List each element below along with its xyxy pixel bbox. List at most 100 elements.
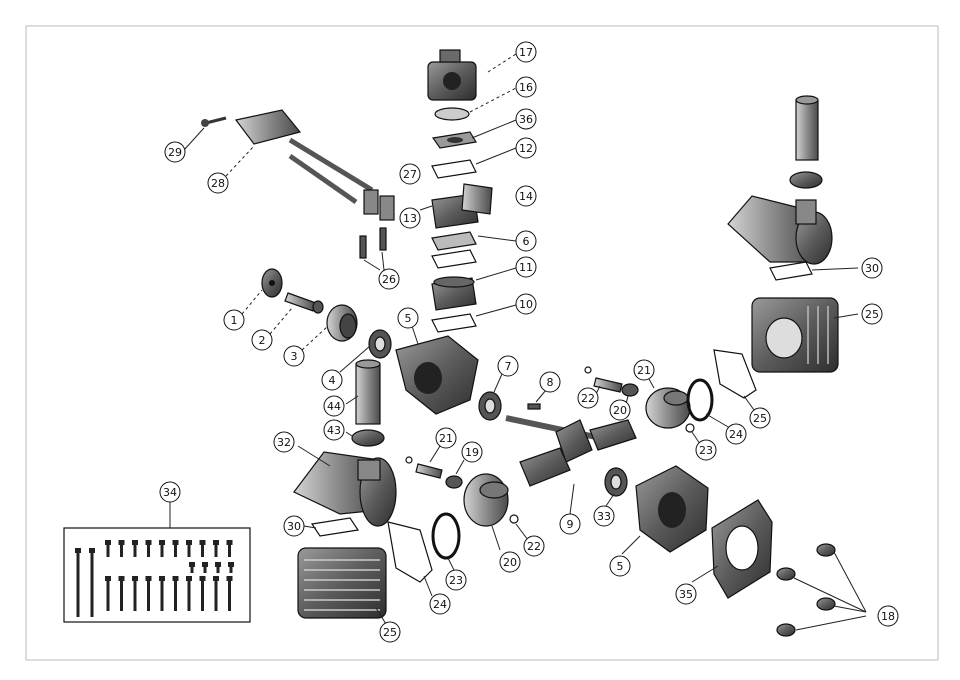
part-wrist-pin-right (593, 377, 623, 393)
svg-text:1: 1 (231, 314, 238, 327)
callout-4: 4 (321, 369, 343, 391)
part-carburetor (427, 49, 477, 101)
screw-shank (147, 581, 150, 611)
screw-icon (228, 562, 234, 567)
svg-text:2: 2 (259, 334, 266, 347)
callout-25-right: 25 (861, 303, 883, 325)
screw-shank (174, 545, 177, 557)
callout-14: 14 (515, 185, 537, 207)
callout-21-left: 21 (435, 427, 457, 449)
callout-7: 7 (497, 355, 519, 377)
callout-34: 34 (159, 481, 181, 503)
callout-19-right: 20 (609, 399, 631, 421)
svg-text:23: 23 (449, 574, 463, 587)
svg-text:12: 12 (519, 142, 533, 155)
part-needle-bearing-left (445, 475, 463, 489)
part-bearing-33 (604, 467, 628, 497)
screw-icon (215, 562, 221, 567)
part-hub-bolt (284, 292, 324, 314)
callout-1: 1 (223, 309, 245, 331)
callout-27: 27 (399, 163, 421, 185)
callout-32: 32 (273, 431, 295, 453)
screw-shank (216, 567, 220, 573)
screw-shank (133, 581, 137, 611)
screw-icon (159, 540, 165, 545)
callout-23-left: 23 (445, 569, 467, 591)
screw-shank (147, 545, 150, 557)
screw-shank (190, 567, 194, 573)
part-bearing-4 (368, 329, 392, 359)
part-piston-right (645, 387, 691, 429)
svg-text:28: 28 (211, 177, 225, 190)
callout-33: 33 (593, 505, 615, 527)
callout-20-left: 20 (499, 551, 521, 573)
callout-19-left: 19 (461, 441, 483, 463)
svg-text:25: 25 (865, 308, 879, 321)
screw-icon (202, 562, 208, 567)
screw-shank (90, 553, 94, 617)
callout-25-left: 25 (379, 621, 401, 643)
screw-icon (172, 540, 179, 545)
callout-6: 6 (515, 230, 537, 252)
screw-shank (201, 545, 204, 557)
part-gasket-12 (431, 159, 477, 179)
callout-5-rear: 5 (609, 555, 631, 577)
screw-shank (201, 581, 204, 611)
part-exhaust-tube-right (795, 95, 819, 161)
part-cylinder-left (297, 547, 387, 619)
svg-text:10: 10 (519, 298, 533, 311)
screw-icon (186, 576, 192, 581)
part-adapter-plate (431, 131, 477, 149)
svg-text:22: 22 (581, 392, 595, 405)
svg-text:32: 32 (277, 436, 291, 449)
part-drive-washer (326, 304, 358, 342)
screw-shank (214, 581, 218, 611)
svg-text:7: 7 (505, 360, 512, 373)
part-gasket (431, 249, 477, 269)
part-intake-manifold (431, 276, 477, 311)
part-hall-sensor (201, 116, 227, 127)
svg-text:8: 8 (547, 376, 554, 389)
callout-17: 17 (515, 41, 537, 63)
callout-5-front: 5 (397, 307, 419, 329)
callout-24-right: 25 (749, 407, 771, 429)
part-clip-right (685, 423, 695, 433)
screw-icon (132, 576, 138, 581)
screw-icon (105, 540, 111, 545)
callout-26: 26 (378, 268, 400, 290)
svg-text:22: 22 (527, 540, 541, 553)
callout-labels: 17 16 36 12 27 14 13 6 11 10 29 28 26 1 … (159, 41, 899, 643)
screw-icon (118, 576, 125, 581)
callout-9: 9 (559, 513, 581, 535)
callout-8: 8 (539, 371, 561, 393)
svg-text:11: 11 (519, 261, 533, 274)
callout-29: 29 (164, 141, 186, 163)
screw-icon (186, 540, 192, 545)
part-back-plate (711, 499, 773, 599)
part-hardware-kit (63, 527, 251, 623)
part-prop-hub (261, 268, 283, 298)
svg-text:6: 6 (523, 235, 530, 248)
screw-icon (89, 548, 95, 553)
part-base-gasket-left (387, 521, 433, 583)
svg-text:20: 20 (613, 404, 627, 417)
callout-30-right: 30 (861, 257, 883, 279)
svg-text:24: 24 (433, 598, 447, 611)
screw-shank (187, 581, 191, 611)
callout-28: 28 (207, 172, 229, 194)
callout-30-left: 30 (283, 515, 305, 537)
part-piston-ring-right (686, 378, 714, 422)
screw-icon (132, 540, 138, 545)
callout-2: 2 (251, 329, 273, 351)
callout-3: 3 (283, 345, 305, 367)
screw-shank (106, 545, 110, 557)
part-base-gasket-right (713, 349, 757, 399)
svg-text:35: 35 (679, 588, 693, 601)
callout-36: 36 (515, 108, 537, 130)
part-gasket-10 (431, 313, 477, 333)
screw-icon (145, 540, 152, 545)
svg-text:25: 25 (753, 412, 767, 425)
part-muffler-left (293, 451, 397, 527)
callout-12: 12 (515, 137, 537, 159)
